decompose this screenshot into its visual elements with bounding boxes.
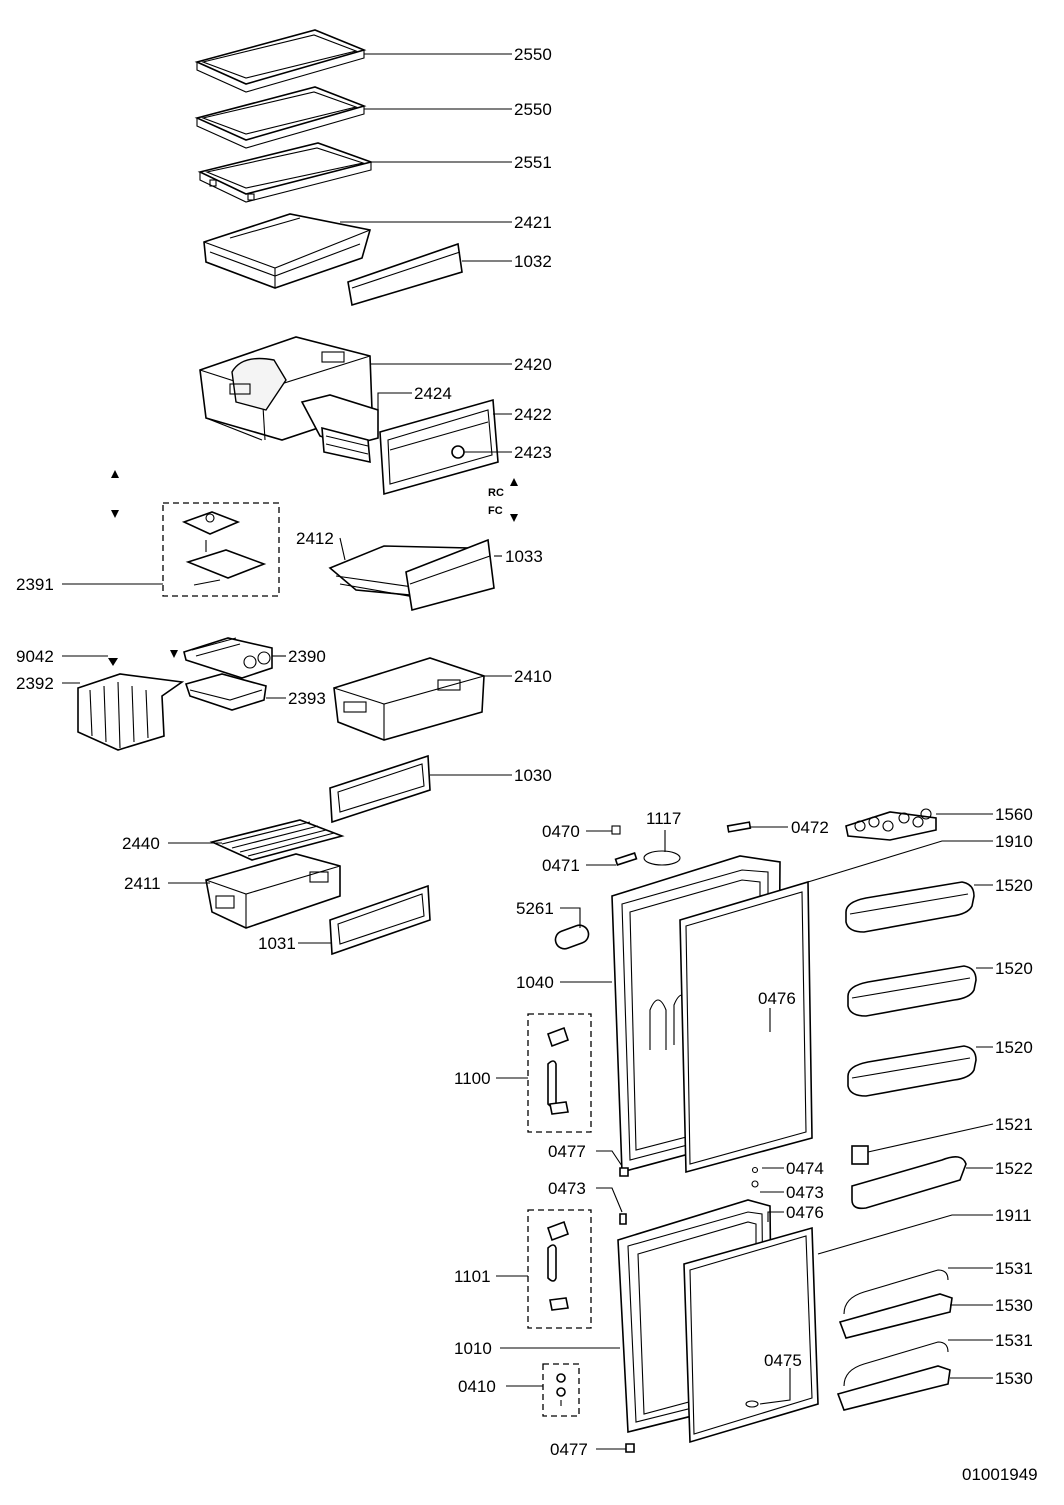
- label-1911: 1911: [995, 1206, 1032, 1225]
- label-0472: 0472: [791, 818, 829, 837]
- hinge-group-0410: [542, 1363, 580, 1417]
- label-0470: 0470: [542, 822, 580, 841]
- label-1010: 1010: [454, 1339, 492, 1358]
- label-0476-a: 0476: [758, 989, 796, 1008]
- part-2424: [300, 394, 379, 464]
- label-2422: 2422: [514, 405, 552, 424]
- label-9042: 9042: [16, 647, 54, 666]
- glass-shelf-2550-top: [194, 29, 367, 93]
- ice-bin-2393: [184, 673, 267, 711]
- label-1560: 1560: [995, 805, 1033, 824]
- egg-tray-1560: [845, 808, 937, 841]
- label-0474: 0474: [786, 1159, 824, 1178]
- label-1101: 1101: [454, 1267, 491, 1286]
- label-1520-a: 1520: [995, 876, 1033, 895]
- label-2392: 2392: [16, 674, 54, 693]
- label-2411: 2411: [124, 874, 161, 893]
- left-direction-arrows: [111, 470, 119, 518]
- handle-group-1101: [527, 1209, 592, 1329]
- knob-2423: [451, 445, 465, 459]
- door-shelf-1530-b: [836, 1365, 951, 1411]
- label-2393: 2393: [288, 689, 326, 708]
- drawer-front-1030: [329, 754, 431, 824]
- label-2423: 2423: [514, 443, 552, 462]
- label-2420: 2420: [514, 355, 552, 374]
- rc-fc-markers: RC FC: [488, 478, 518, 522]
- label-2424: 2424: [414, 384, 452, 403]
- label-1520-b: 1520: [995, 959, 1033, 978]
- label-1031: 1031: [258, 934, 296, 953]
- ice-tray-2390: [170, 637, 273, 679]
- handle-group-1100: [527, 1013, 592, 1133]
- label-2440: 2440: [122, 834, 160, 853]
- label-1531-a: 1531: [995, 1259, 1033, 1278]
- small-parts-top: [554, 821, 752, 950]
- label-5261: 5261: [516, 899, 554, 918]
- label-2410: 2410: [514, 667, 552, 686]
- leader-lines: [62, 53, 994, 1450]
- label-2550-a: 2550: [514, 45, 552, 64]
- label-2550-b: 2550: [514, 100, 552, 119]
- glass-shelf-2550-second: [194, 86, 367, 149]
- label-1117: 1117: [646, 809, 681, 828]
- label-1530-a: 1530: [995, 1296, 1033, 1315]
- drawer-front-1031: [329, 884, 431, 956]
- label-0475: 0475: [764, 1351, 802, 1370]
- shelf-rail-1531-b: [843, 1341, 949, 1387]
- ice-maker-2392: [77, 673, 185, 751]
- label-0477-b: 0477: [550, 1440, 588, 1459]
- label-2412: 2412: [296, 529, 334, 548]
- part-labels: 2550 2550 2551 2421 1032 2420 2424 2422 …: [16, 45, 1033, 1459]
- label-1032: 1032: [514, 252, 552, 271]
- door-bin-1520-b: [847, 965, 977, 1017]
- label-2551: 2551: [514, 153, 552, 172]
- label-1100: 1100: [454, 1069, 491, 1088]
- label-0473-b: 0473: [786, 1183, 824, 1202]
- freezer-drawer-2411: [205, 853, 341, 929]
- gasket-1910: [679, 880, 813, 1174]
- bottle-bin-1522: [851, 1156, 967, 1210]
- assembly-group-2391: [162, 502, 280, 597]
- label-1521: 1521: [995, 1115, 1033, 1134]
- label-2391: 2391: [16, 575, 54, 594]
- label-0410: 0410: [458, 1377, 496, 1396]
- label-1530-b: 1530: [995, 1369, 1033, 1388]
- label-1531-b: 1531: [995, 1331, 1033, 1350]
- label-1040: 1040: [516, 973, 554, 992]
- gasket-1911: [683, 1226, 819, 1444]
- label-1522: 1522: [995, 1159, 1033, 1178]
- door-bin-1520-c: [847, 1045, 977, 1097]
- screw-9042: [108, 658, 118, 666]
- flap-1032: [347, 242, 463, 307]
- label-1520-c: 1520: [995, 1038, 1033, 1057]
- fc-marker: FC: [488, 505, 503, 517]
- front-panel-1033: [405, 538, 495, 612]
- label-1030: 1030: [514, 766, 552, 785]
- label-2421: 2421: [514, 213, 552, 232]
- label-0476-b: 0476: [786, 1203, 824, 1222]
- shelf-rail-1531-a: [843, 1269, 949, 1315]
- glass-shelf-2551: [197, 142, 374, 203]
- bottle-clip-1521: [851, 1145, 869, 1165]
- label-0471: 0471: [542, 856, 580, 875]
- crisper-tray-2421: [203, 213, 372, 289]
- label-0473-a: 0473: [548, 1179, 586, 1198]
- small-parts-bottom: [619, 1166, 759, 1453]
- label-1910: 1910: [995, 832, 1033, 851]
- label-1033: 1033: [505, 547, 543, 566]
- freezer-drawer-2410: [333, 657, 485, 741]
- drawing-number: 01001949: [962, 1465, 1038, 1484]
- front-panel-2422: [379, 398, 499, 496]
- label-0477-a: 0477: [548, 1142, 586, 1161]
- door-bin-1520-a: [845, 881, 975, 933]
- door-shelf-1530-a: [838, 1293, 953, 1339]
- label-2390: 2390: [288, 647, 326, 666]
- wire-grill-2440: [209, 819, 345, 861]
- rc-marker: RC: [488, 487, 504, 499]
